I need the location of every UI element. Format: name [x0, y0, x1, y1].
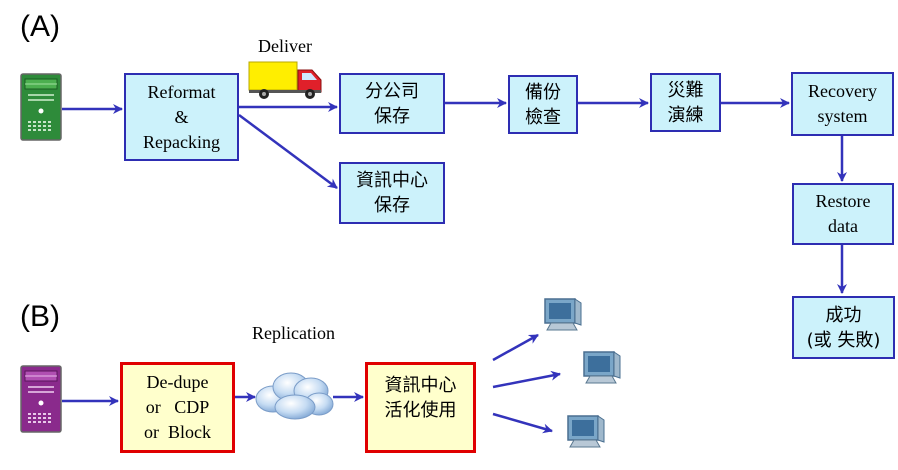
reformat-line1: Reformat — [147, 81, 216, 102]
dedupe-line1: De-dupe — [146, 372, 209, 392]
arrow-to-monitor-3 — [492, 412, 553, 434]
cloud-icon — [255, 372, 334, 420]
disaster-drill-box: 災難 演練 — [650, 73, 721, 132]
reformat-line3: Repacking — [143, 131, 220, 152]
dc-use-line2: 活化使用 — [384, 400, 457, 421]
deliver-label: Deliver — [258, 36, 312, 56]
datacenter-store-box: 資訊中心 保存 — [339, 162, 445, 224]
monitor-icon — [567, 415, 605, 448]
arrow-to-monitor-2 — [492, 370, 561, 389]
drill-line1: 災難 — [667, 79, 704, 101]
result-line2: (或 失敗) — [806, 329, 881, 351]
delivery-truck-icon — [248, 61, 322, 99]
server-icon — [20, 365, 62, 433]
backup-line1: 備份 — [525, 81, 561, 103]
monitor-icon — [544, 298, 582, 331]
backup-check-box: 備份 檢查 — [508, 75, 578, 134]
backup-line2: 檢查 — [525, 106, 561, 128]
recovery-line1: Recovery — [808, 81, 877, 101]
result-line1: 成功 — [825, 304, 862, 326]
branch-office-box: 分公司 保存 — [339, 73, 445, 134]
replication-label: Replication — [252, 323, 335, 343]
drill-line2: 演練 — [667, 104, 704, 126]
result-box: 成功 (或 失敗) — [792, 296, 895, 359]
reformat-repacking-box: Reformat & Repacking — [124, 73, 239, 161]
branch-line2: 保存 — [374, 105, 410, 127]
dc-store-line1: 資訊中心 — [356, 170, 428, 191]
dedupe-box: De-dupe or CDP or Block — [120, 362, 235, 453]
branch-line1: 分公司 — [365, 80, 419, 102]
restore-data-box: Restore data — [792, 183, 894, 245]
recovery-line2: system — [817, 106, 868, 126]
datacenter-use-box: 資訊中心 活化使用 — [365, 362, 476, 453]
dc-use-line1: 資訊中心 — [384, 375, 457, 396]
dedupe-line2: or CDP — [145, 397, 210, 417]
dedupe-line3: or Block — [144, 422, 211, 442]
section-b-label: (B) — [20, 300, 60, 333]
arrow-reformat-to-datacenter — [238, 113, 338, 190]
dc-store-line2: 保存 — [374, 195, 410, 216]
reformat-line2: & — [174, 106, 189, 127]
arrow-to-monitor-1 — [492, 333, 539, 362]
recovery-system-box: Recovery system — [791, 72, 894, 136]
server-icon — [20, 73, 62, 141]
restore-line1: Restore — [815, 191, 871, 211]
restore-line2: data — [828, 216, 858, 236]
section-a-label: (A) — [20, 10, 60, 43]
monitor-icon — [583, 351, 621, 384]
